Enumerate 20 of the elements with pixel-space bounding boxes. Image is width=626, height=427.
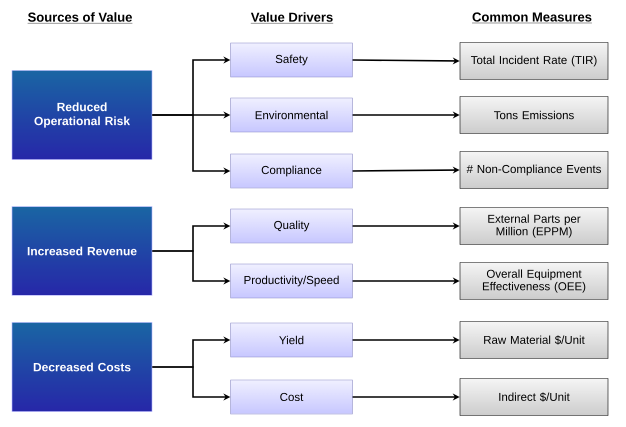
measure-box: # Non-Compliance Events bbox=[460, 151, 608, 189]
driver-box: Yield bbox=[230, 322, 353, 358]
driver-box: Quality bbox=[230, 208, 353, 244]
measure-box: Indirect $/Unit bbox=[460, 378, 608, 416]
measure-box: Raw Material $/Unit bbox=[460, 321, 608, 359]
column-heading: Common Measures bbox=[472, 12, 592, 24]
measure-box: External Parts per Million (EPPM) bbox=[460, 207, 608, 245]
measure-box: Total Incident Rate (TIR) bbox=[460, 42, 608, 80]
source-box: Decreased Costs bbox=[12, 322, 152, 412]
driver-box: Safety bbox=[230, 42, 353, 78]
measure-box: Tons Emissions bbox=[460, 96, 608, 134]
measure-box: Overall Equipment Effectiveness (OEE) bbox=[460, 262, 608, 300]
column-heading: Value Drivers bbox=[250, 12, 334, 24]
column-heading: Sources of Value bbox=[27, 12, 133, 24]
driver-box: Environmental bbox=[230, 98, 353, 132]
driver-box: Compliance bbox=[230, 154, 353, 188]
driver-box: Cost bbox=[230, 380, 353, 414]
source-box: Reduced Operational Risk bbox=[12, 70, 152, 160]
driver-box: Productivity/Speed bbox=[230, 264, 353, 298]
source-box: Increased Revenue bbox=[12, 206, 152, 296]
